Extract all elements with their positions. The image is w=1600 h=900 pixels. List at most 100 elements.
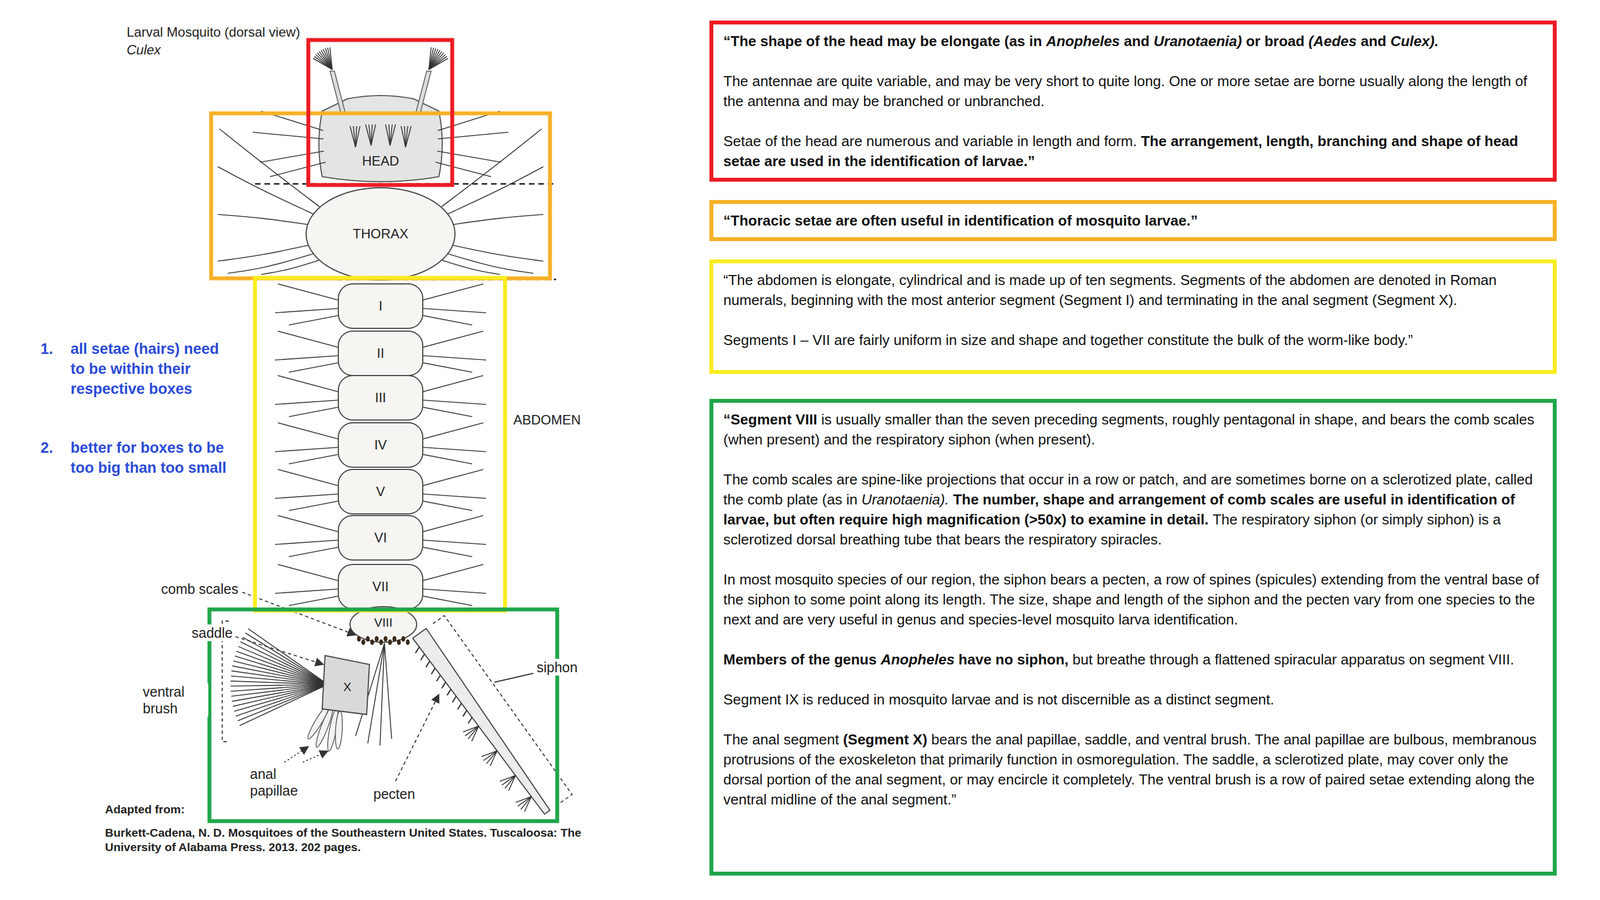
abdominal-seta	[288, 546, 342, 557]
word: in	[1029, 32, 1047, 50]
siphon-tuft	[462, 726, 479, 733]
segment-number: I	[378, 298, 383, 315]
word: to	[1082, 72, 1099, 90]
word: The	[1141, 132, 1171, 150]
word: of	[1501, 491, 1515, 508]
abdominal-seta	[277, 469, 340, 487]
word: may	[1387, 751, 1419, 768]
terminal-segments-box	[209, 609, 558, 822]
ventral-brush-seta	[240, 641, 328, 685]
word: Segments	[1180, 271, 1249, 289]
abdominal-seta	[421, 331, 484, 348]
pecten-spine	[468, 717, 473, 724]
word: siphon,	[1017, 651, 1073, 668]
antenna-tuft	[327, 47, 333, 70]
word: elongate	[941, 32, 1005, 50]
word: the	[851, 431, 876, 448]
word: borne	[1309, 471, 1351, 488]
note-text: all setae (hairs) need to be within thei…	[70, 338, 229, 399]
word: may	[963, 72, 995, 90]
word: extending	[1408, 771, 1475, 788]
word: the	[836, 791, 861, 808]
word: mosquito	[1055, 611, 1119, 628]
siphon-tuft	[483, 750, 497, 760]
note-text: better for boxes to be too big than too …	[70, 437, 229, 478]
word: some	[810, 591, 850, 608]
word: mosquito	[1075, 212, 1145, 229]
ventral-brush-seta	[230, 684, 328, 692]
word: Anopheles	[880, 651, 959, 668]
comb-scale	[392, 636, 397, 642]
word: are	[836, 471, 862, 488]
word: seven	[991, 411, 1035, 428]
word: of	[798, 751, 815, 768]
word: very	[807, 611, 839, 628]
word: “Thoracic	[723, 212, 795, 229]
source-citation: Burkett-Cadena, N. D. Mosquitoes of the …	[105, 825, 583, 855]
word: pecten	[1306, 591, 1354, 608]
word: fairly	[858, 331, 894, 349]
pecten-spine	[457, 703, 462, 710]
word: genus	[896, 611, 940, 628]
word: pecten,	[1102, 571, 1154, 588]
word: as	[1134, 691, 1154, 708]
word: of	[815, 771, 832, 788]
part-name: HEAD	[362, 153, 400, 170]
word: length	[1123, 591, 1168, 608]
pecten-spine	[462, 710, 467, 717]
word: are	[1368, 731, 1394, 748]
antenna-tuft	[330, 47, 333, 70]
word: Uranotaenia)	[1153, 32, 1246, 50]
abdominal-seta	[288, 362, 342, 373]
word: ten	[1085, 271, 1110, 289]
word: is	[821, 271, 836, 289]
word: and	[995, 691, 1024, 708]
word: encircle	[997, 771, 1052, 788]
ventral-brush-seta	[234, 684, 328, 712]
word: spiracular	[1273, 651, 1341, 668]
word: high	[891, 511, 927, 528]
thoracic-seta	[446, 166, 544, 215]
word: brush	[1215, 771, 1255, 788]
word: only	[1457, 751, 1489, 768]
word: and	[803, 92, 833, 110]
word: the	[1257, 291, 1282, 309]
ventral-brush-seta	[245, 632, 328, 685]
word: (Segment	[1372, 291, 1439, 309]
word: (as	[1004, 32, 1030, 50]
word: the	[815, 751, 839, 768]
word: head	[1484, 132, 1519, 150]
word: identification.	[1153, 611, 1239, 628]
word: (as	[822, 491, 847, 508]
comb-scale	[366, 636, 370, 642]
word: anal	[855, 771, 887, 788]
word: segments.	[1109, 271, 1180, 289]
word: it	[1051, 771, 1063, 788]
abdominal-seta	[275, 540, 340, 545]
word: anal	[860, 791, 892, 808]
word: Culex).	[1390, 32, 1439, 50]
abdominal-segment	[338, 375, 423, 420]
word: papillae,	[1026, 731, 1085, 748]
word: anal	[995, 731, 1027, 748]
abdominal-seta	[288, 595, 342, 606]
word: is	[1478, 511, 1493, 528]
word: IX	[785, 691, 803, 708]
word: and	[1062, 331, 1091, 349]
ventral-brush-seta	[248, 628, 328, 685]
word: papillae	[1315, 731, 1369, 748]
word: the	[1004, 531, 1029, 548]
word: head	[805, 132, 842, 150]
word: present).	[1038, 431, 1096, 448]
word: of	[765, 132, 782, 150]
thorax-notes-box: “Thoracic setae are often useful in iden…	[709, 200, 1557, 242]
word: with	[857, 291, 887, 309]
word: anterior	[946, 291, 1000, 309]
abdominal-seta	[277, 515, 340, 533]
word: numerals,	[723, 291, 791, 309]
word: head	[849, 32, 888, 50]
word: examine	[1088, 511, 1150, 528]
word: one	[1417, 591, 1447, 608]
word: In	[723, 571, 740, 588]
word: the	[1265, 271, 1290, 289]
